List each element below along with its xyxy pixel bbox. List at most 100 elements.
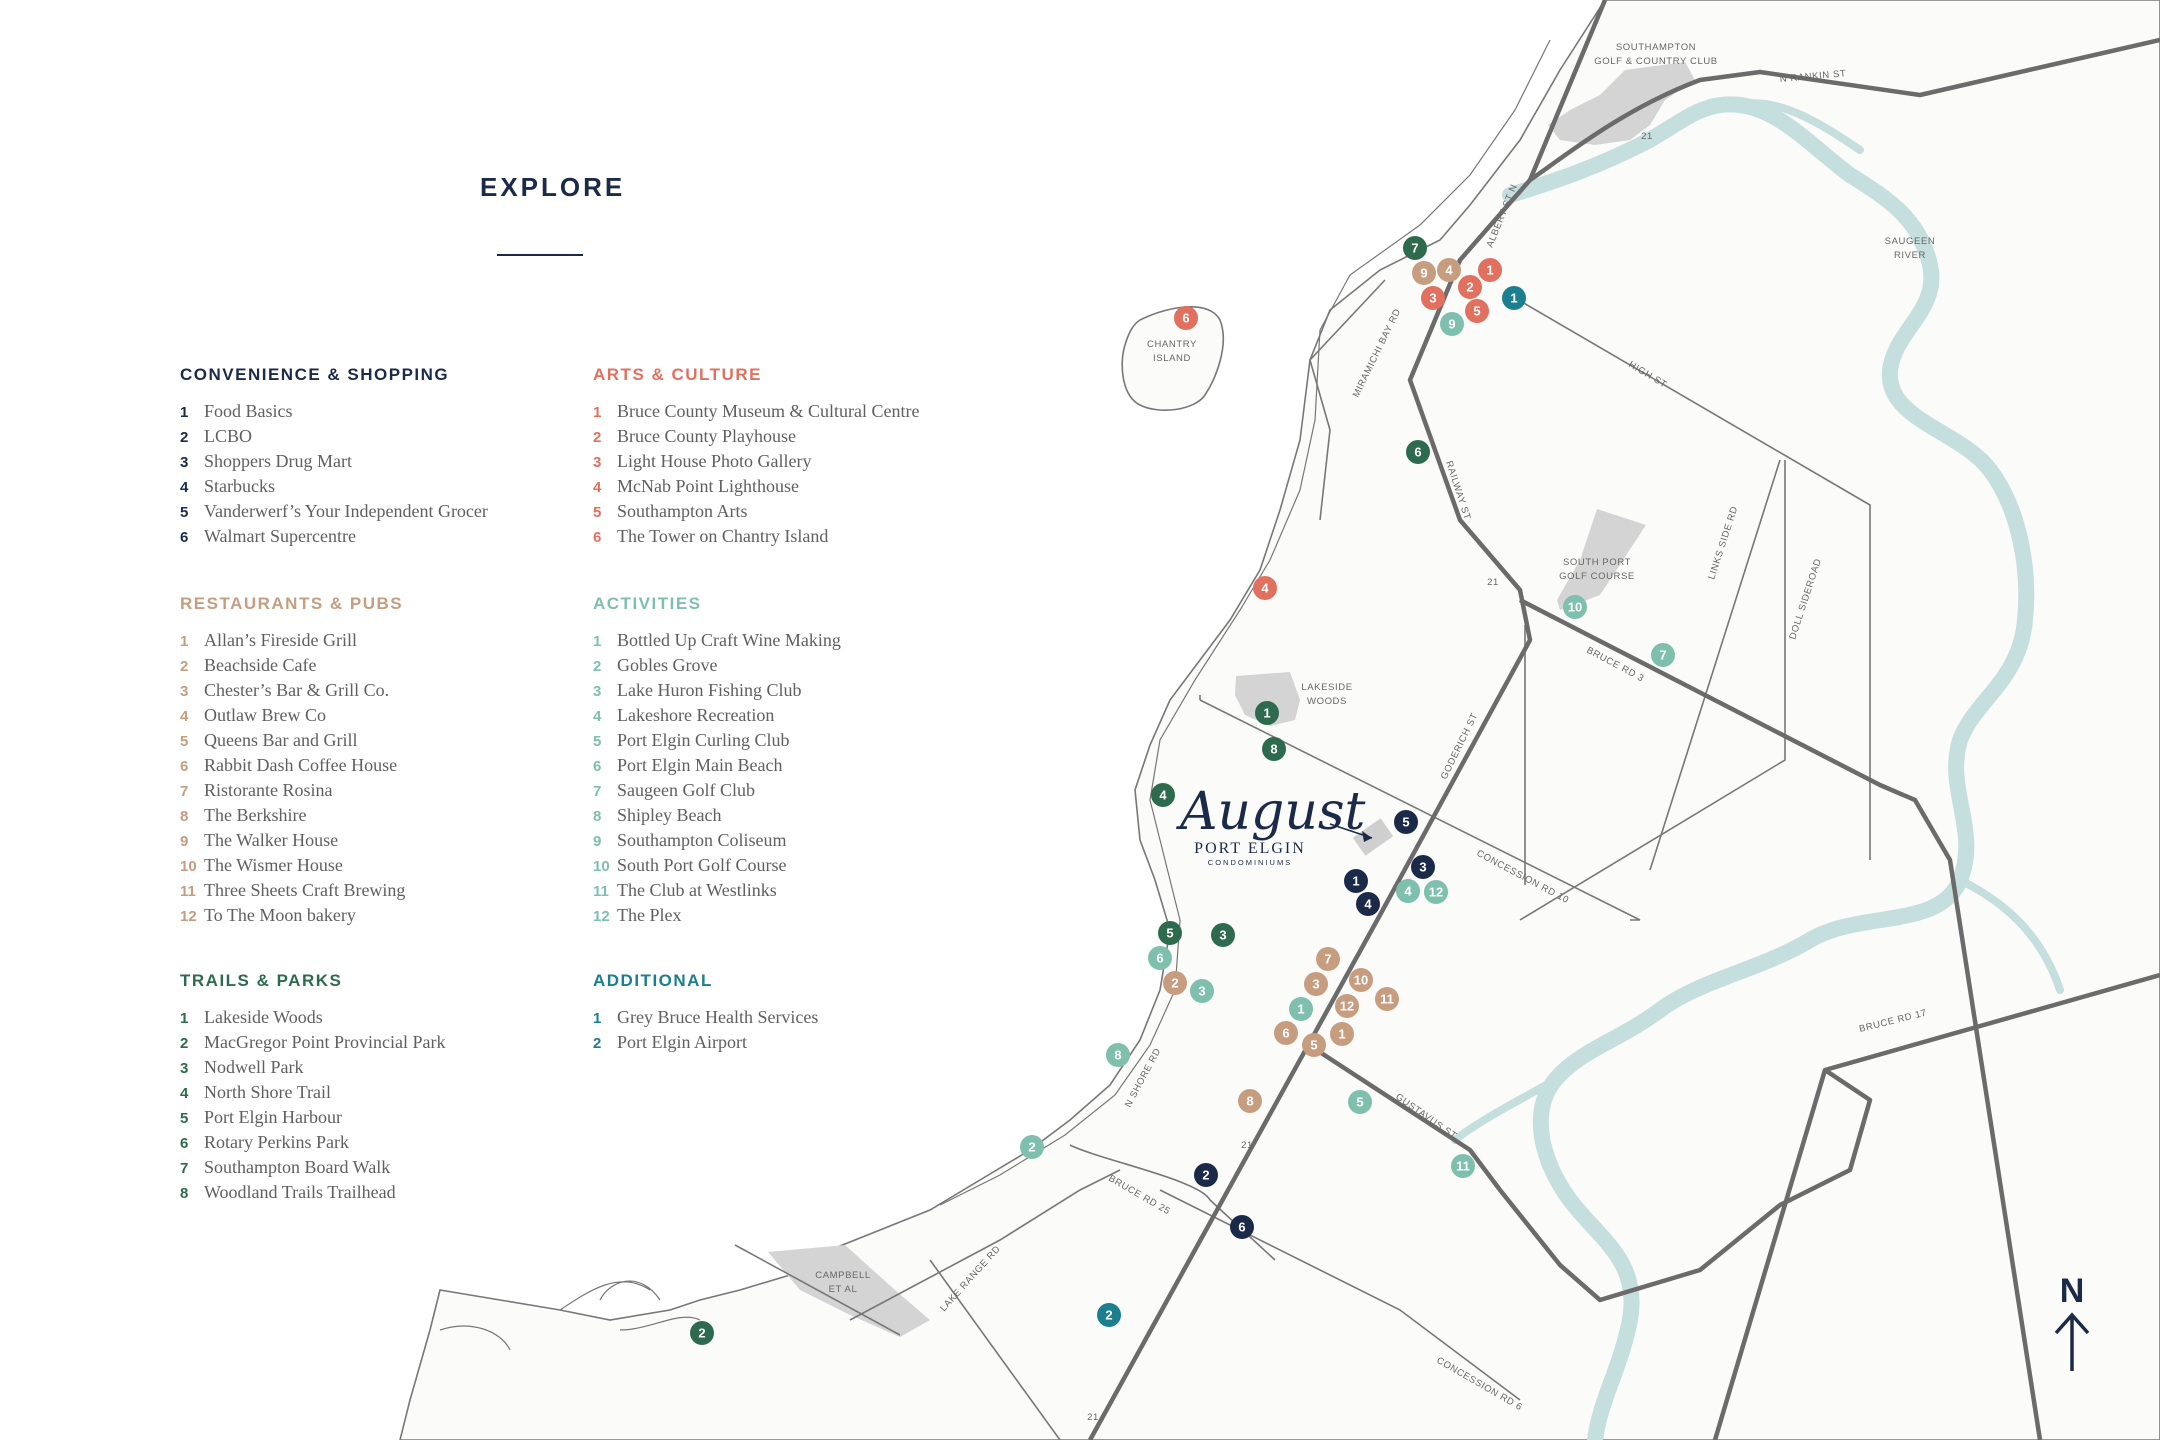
item-number: 2 [180,429,189,446]
marker-restaurants-5[interactable]: 5 [1302,1033,1326,1057]
marker-circle [1253,576,1277,600]
marker-number: 5 [1402,815,1409,830]
marker-arts-2[interactable]: 2 [1458,275,1482,299]
marker-trails-5[interactable]: 5 [1158,921,1182,945]
marker-trails-3[interactable]: 3 [1211,923,1235,947]
marker-restaurants-10[interactable]: 10 [1349,968,1373,992]
item-label: North Shore Trail [204,1082,332,1102]
marker-number: 11 [1380,992,1394,1007]
item-label: Bottled Up Craft Wine Making [617,630,841,650]
section-title-additional: ADDITIONAL [593,971,713,990]
item-number: 2 [180,1035,189,1052]
marker-restaurants-8[interactable]: 8 [1238,1089,1262,1113]
hwy-21 [1088,0,1608,1440]
marker-trails-7[interactable]: 7 [1403,236,1427,260]
marker-number: 1 [1297,1002,1304,1017]
marker-circle [1478,258,1502,282]
item-number: 1 [593,404,602,421]
marker-activities-4[interactable]: 4 [1396,879,1420,903]
marker-additional-1[interactable]: 1 [1502,286,1526,310]
marker-trails-1[interactable]: 1 [1255,701,1279,725]
marker-arts-1[interactable]: 1 [1478,258,1502,282]
marker-convenience-4[interactable]: 4 [1356,892,1380,916]
marker-circle [1411,855,1435,879]
item-label: Outlaw Brew Co [204,705,326,725]
item-label: MacGregor Point Provincial Park [204,1032,446,1052]
marker-convenience-3[interactable]: 3 [1411,855,1435,879]
item-label: Vanderwerf’s Your Independent Grocer [204,501,488,521]
marker-convenience-5[interactable]: 5 [1394,810,1418,834]
marker-circle [1451,1154,1475,1178]
marker-arts-3[interactable]: 3 [1421,286,1445,310]
marker-circle [1238,1089,1262,1113]
item-label: The Club at Westlinks [617,880,777,900]
marker-circle [1274,1021,1298,1045]
item-number: 3 [593,683,602,700]
label-hwy-21-north: 21 [1641,131,1653,142]
label-campbell-1: CAMPBELL [815,1270,871,1281]
item-number: 2 [593,1035,602,1052]
marker-activities-7[interactable]: 7 [1651,643,1675,667]
item-number: 10 [593,858,610,875]
marker-convenience-6[interactable]: 6 [1230,1215,1254,1239]
marker-circle [1403,236,1427,260]
marker-restaurants-1[interactable]: 1 [1330,1022,1354,1046]
marker-number: 1 [1263,706,1270,721]
marker-trails-2[interactable]: 2 [690,1321,714,1345]
item-number: 4 [593,479,602,496]
marker-arts-4[interactable]: 4 [1253,576,1277,600]
marker-arts-6[interactable]: 6 [1174,306,1198,330]
marker-restaurants-2[interactable]: 2 [1163,971,1187,995]
marker-activities-12[interactable]: 12 [1424,880,1448,904]
marker-trails-6[interactable]: 6 [1406,440,1430,464]
item-number: 5 [593,504,602,521]
marker-activities-10[interactable]: 10 [1563,595,1587,619]
marker-activities-11[interactable]: 11 [1451,1154,1475,1178]
section-title-restaurants: RESTAURANTS & PUBS [180,594,404,613]
marker-activities-9[interactable]: 9 [1440,312,1464,336]
marker-convenience-2[interactable]: 2 [1194,1163,1218,1187]
marker-circle [1465,299,1489,323]
marker-restaurants-6[interactable]: 6 [1274,1021,1298,1045]
campbell-area [768,1245,930,1337]
marker-restaurants-11[interactable]: 11 [1375,987,1399,1011]
marker-circle [690,1321,714,1345]
marker-circle [1106,1043,1130,1067]
north-arrow: N [2050,1272,2094,1380]
marker-number: 11 [1456,1159,1470,1174]
marker-restaurants-7[interactable]: 7 [1316,947,1340,971]
marker-activities-1[interactable]: 1 [1289,997,1313,1021]
marker-restaurants-4[interactable]: 4 [1437,258,1461,282]
marker-trails-8[interactable]: 8 [1262,737,1286,761]
marker-additional-2[interactable]: 2 [1097,1303,1121,1327]
marker-restaurants-9[interactable]: 9 [1412,261,1436,285]
marker-number: 5 [1166,926,1173,941]
marker-trails-4[interactable]: 4 [1151,783,1175,807]
item-number: 1 [593,1010,602,1027]
marker-activities-6[interactable]: 6 [1148,946,1172,970]
marker-activities-2[interactable]: 2 [1020,1135,1044,1159]
marker-restaurants-3[interactable]: 3 [1304,972,1328,996]
label-hwy-21-south: 21 [1241,1140,1253,1151]
marker-circle [1651,643,1675,667]
marker-restaurants-12[interactable]: 12 [1335,994,1359,1018]
marker-arts-5[interactable]: 5 [1465,299,1489,323]
label-south-port-2: GOLF COURSE [1559,571,1635,582]
marker-convenience-1[interactable]: 1 [1344,869,1368,893]
marker-activities-8[interactable]: 8 [1106,1043,1130,1067]
marker-activities-5[interactable]: 5 [1348,1090,1372,1114]
marker-activities-3[interactable]: 3 [1190,979,1214,1003]
marker-circle [1194,1163,1218,1187]
marker-number: 7 [1411,241,1418,256]
marker-circle [1255,701,1279,725]
